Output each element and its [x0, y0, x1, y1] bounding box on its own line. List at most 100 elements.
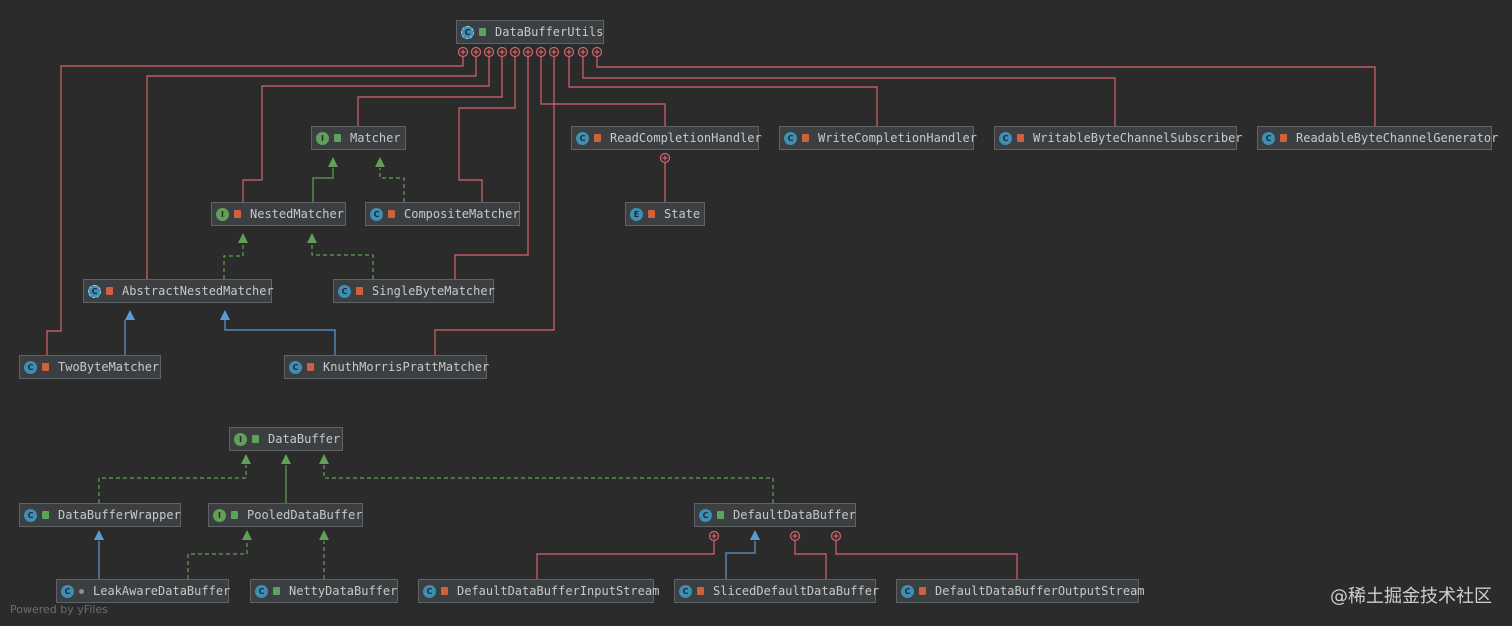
class-icon: C: [699, 508, 712, 522]
implements-edge: [323, 465, 774, 503]
inner-class-edge: [458, 57, 516, 202]
class-icon: C: [784, 131, 797, 145]
private-access-icon: [1280, 134, 1287, 142]
arrow-head: [125, 310, 135, 320]
node-matcher[interactable]: I Matcher: [311, 126, 406, 150]
node-writablebytechannelsubscriber[interactable]: C WritableByteChannelSubscriber: [994, 126, 1243, 150]
node-writecompletionhandler[interactable]: C WriteCompletionHandler: [779, 126, 977, 150]
inner-class-marker: [563, 46, 575, 58]
inner-class-edge: [357, 57, 503, 126]
node-twobytematcher[interactable]: C TwoByteMatcher: [19, 355, 161, 379]
node-label: ReadableByteChannelGenerator: [1296, 131, 1499, 145]
inner-class-edge: [434, 57, 555, 355]
node-label: SingleByteMatcher: [372, 284, 495, 298]
node-readcompletionhandler[interactable]: C ReadCompletionHandler: [571, 126, 762, 150]
inner-class-edge: [536, 541, 715, 579]
node-databuffer[interactable]: I DataBuffer: [229, 427, 343, 451]
arrow-head: [319, 454, 329, 464]
implements-edge: [223, 244, 244, 279]
private-access-icon: [802, 134, 809, 142]
arrow-head: [307, 233, 317, 243]
private-access-icon: [697, 587, 704, 595]
node-defaultdatabufferoutputstream[interactable]: C DefaultDataBufferOutputStream: [896, 579, 1145, 603]
class-icon: C: [576, 131, 589, 145]
interface-icon: I: [316, 131, 329, 145]
arrow-head: [238, 233, 248, 243]
private-access-icon: [1017, 134, 1024, 142]
private-access-icon: [106, 287, 113, 295]
node-label: LeakAwareDataBuffer: [93, 584, 231, 598]
node-databufferutils[interactable]: C DataBufferUtils: [456, 20, 604, 44]
inner-class-marker: [789, 530, 801, 542]
interface-icon: I: [216, 207, 229, 221]
node-defaultdatabufferinputstream[interactable]: C DefaultDataBufferInputStream: [418, 579, 659, 603]
arrow-head: [242, 530, 252, 540]
public-access-icon: [252, 435, 259, 443]
node-databufferwrapper[interactable]: C DataBufferWrapper: [19, 503, 181, 527]
arrow-head: [94, 530, 104, 540]
interface-icon: I: [234, 432, 247, 446]
inner-class-marker: [548, 46, 560, 58]
node-label: ReadCompletionHandler: [610, 131, 762, 145]
arrow-head: [241, 454, 251, 464]
implements-edge: [98, 465, 247, 503]
class-icon: C: [370, 207, 383, 221]
public-access-icon: [717, 511, 724, 519]
class-icon: C: [1262, 131, 1275, 145]
node-abstractnestedmatcher[interactable]: C AbstractNestedMatcher: [83, 279, 274, 303]
node-label: PooledDataBuffer: [247, 508, 363, 522]
class-icon: C: [338, 284, 351, 298]
public-access-icon: [231, 511, 238, 519]
package-access-icon: [79, 588, 84, 594]
implements-edge: [311, 244, 374, 279]
enum-icon: E: [630, 207, 643, 221]
node-leakawaredatabuffer[interactable]: C LeakAwareDataBuffer: [56, 579, 231, 603]
public-access-icon: [479, 28, 486, 36]
node-nettydatabuffer[interactable]: C NettyDataBuffer: [250, 579, 398, 603]
node-singlebytematcher[interactable]: C SingleByteMatcher: [333, 279, 495, 303]
node-label: KnuthMorrisPrattMatcher: [323, 360, 490, 374]
inner-class-edge: [454, 57, 529, 279]
abstract-class-icon: C: [88, 284, 101, 298]
private-access-icon: [648, 210, 655, 218]
watermark: @稀土掘金技术社区: [1330, 586, 1492, 607]
node-label: SlicedDefaultDataBuffer: [713, 584, 880, 598]
arrow-head: [319, 530, 329, 540]
interface-icon: I: [213, 508, 226, 522]
inner-class-edge: [582, 57, 1116, 126]
powered-by-footer: Powered by yFiles: [10, 603, 108, 616]
implements-edge: [187, 541, 248, 579]
extends-edge: [725, 541, 756, 579]
arrow-head: [328, 157, 338, 167]
node-label: NestedMatcher: [250, 207, 344, 221]
node-nestedmatcher[interactable]: I NestedMatcher: [211, 202, 346, 226]
inner-class-marker: [483, 46, 495, 58]
public-access-icon: [334, 134, 341, 142]
node-label: Matcher: [350, 131, 401, 145]
inner-class-marker: [496, 46, 508, 58]
node-state[interactable]: E State: [625, 202, 705, 226]
class-icon: C: [61, 584, 74, 598]
class-icon: C: [679, 584, 692, 598]
inner-class-marker: [522, 46, 534, 58]
private-access-icon: [594, 134, 601, 142]
inner-class-edge: [540, 57, 666, 126]
node-readablebytechannelgenerator[interactable]: C ReadableByteChannelGenerator: [1257, 126, 1498, 150]
inner-class-edge: [794, 541, 827, 579]
node-pooleddatabuffer[interactable]: I PooledDataBuffer: [208, 503, 363, 527]
inner-class-marker: [535, 46, 547, 58]
node-compositematcher[interactable]: C CompositeMatcher: [365, 202, 520, 226]
abstract-class-icon: C: [461, 25, 474, 39]
inner-class-marker: [708, 530, 720, 542]
inner-class-marker: [509, 46, 521, 58]
node-label: State: [664, 207, 701, 221]
node-sliceddefaultdatabuffer[interactable]: C SlicedDefaultDataBuffer: [674, 579, 880, 603]
inner-class-marker: [470, 46, 482, 58]
node-knuthmorrisprattmatcher[interactable]: C KnuthMorrisPrattMatcher: [284, 355, 490, 379]
node-label: DefaultDataBuffer: [733, 508, 856, 522]
node-defaultdatabuffer[interactable]: C DefaultDataBuffer: [694, 503, 856, 527]
private-access-icon: [356, 287, 363, 295]
private-access-icon: [441, 587, 448, 595]
node-label: DataBufferWrapper: [58, 508, 181, 522]
inner-class-marker: [830, 530, 842, 542]
